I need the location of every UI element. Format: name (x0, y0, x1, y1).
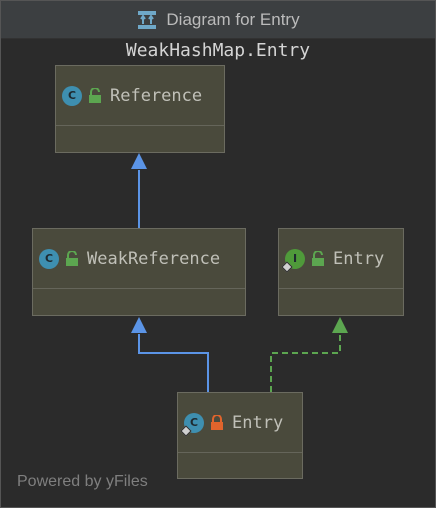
class-kind-letter: C (189, 416, 199, 429)
node-name: WeakReference (87, 248, 221, 269)
node-header: I Entry (279, 229, 403, 289)
static-marker-icon (281, 260, 293, 273)
private-lock-icon (211, 414, 223, 430)
node-name: Reference (110, 85, 203, 106)
node-name: Entry (232, 412, 284, 433)
interface-icon: I (281, 248, 305, 273)
interface-kind-letter: I (292, 252, 298, 265)
diagram-heading: WeakHashMap.Entry (125, 40, 311, 61)
extends-arrowhead (131, 153, 147, 169)
node-header: C Entry (178, 393, 302, 453)
class-kind-letter: C (67, 89, 77, 102)
class-icon: C (39, 248, 59, 269)
public-lock-icon (312, 250, 324, 266)
extends-edge-entry-weakreference (138, 334, 209, 392)
window-title: Diagram for Entry (166, 9, 300, 29)
title-bar: Diagram for Entry (1, 1, 435, 39)
implements-edge-entry-interface (270, 334, 341, 392)
implements-arrowhead (332, 317, 348, 333)
node-header: C WeakReference (33, 229, 245, 289)
powered-by-label: Powered by yFiles (17, 473, 148, 490)
node-entry-class[interactable]: C Entry (177, 392, 303, 479)
node-name: Entry (333, 248, 385, 269)
class-kind-letter: C (44, 252, 54, 265)
extends-arrowhead (131, 317, 147, 333)
class-diagram-icon (137, 9, 158, 30)
node-header: C Reference (56, 66, 224, 126)
class-icon: C (180, 412, 204, 437)
class-icon: C (62, 85, 82, 106)
node-reference[interactable]: C Reference (55, 65, 225, 153)
public-lock-icon (89, 87, 101, 103)
node-weakreference[interactable]: C WeakReference (32, 228, 246, 316)
public-lock-icon (66, 250, 78, 266)
node-entry-interface[interactable]: I Entry (278, 228, 404, 316)
